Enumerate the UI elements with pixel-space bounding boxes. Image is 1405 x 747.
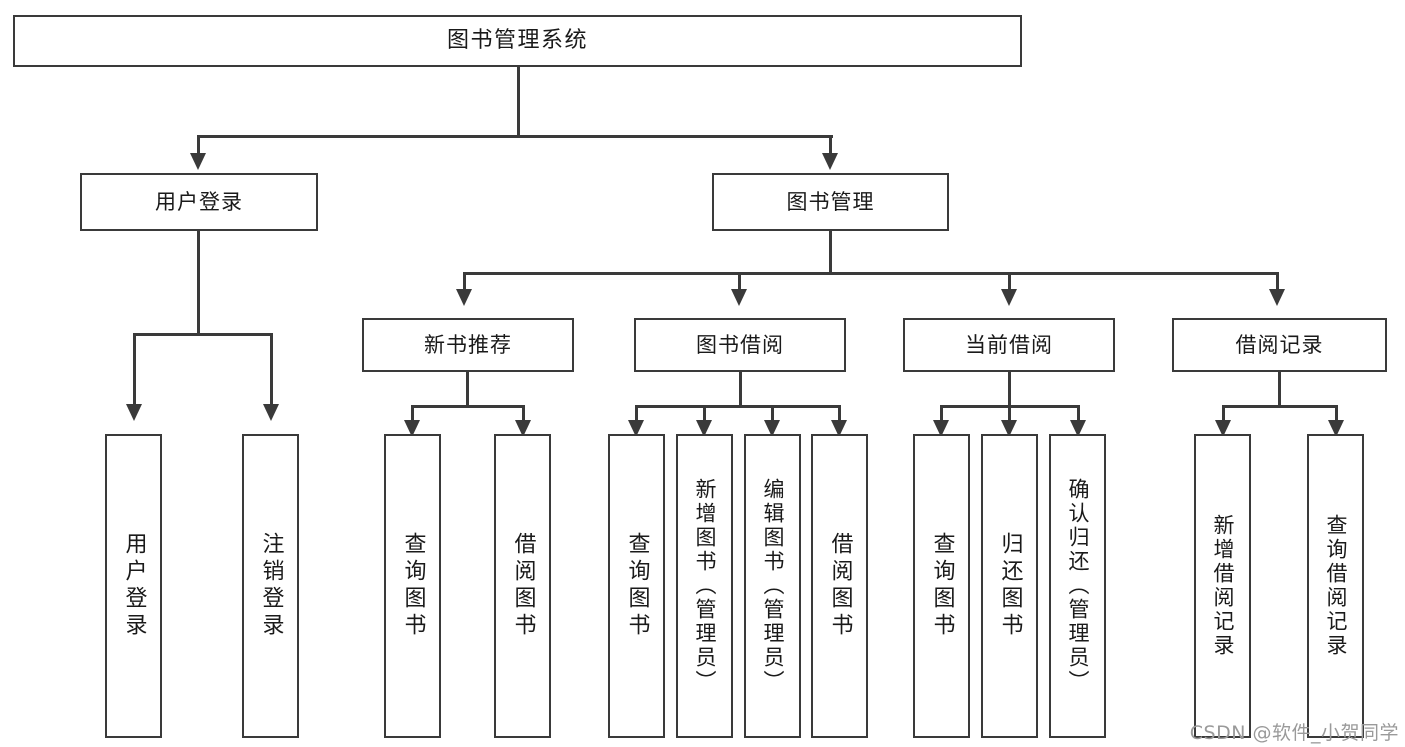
node-user-login[interactable]: 用户登录 <box>80 173 318 231</box>
connector-book-borrow-drop-3 <box>771 405 774 423</box>
connector-user-login-drop-1 <box>133 333 136 407</box>
connector-book-management-bus <box>463 272 1279 275</box>
arrowhead-book-borrow-2 <box>696 420 712 437</box>
arrowhead-borrow-record-1 <box>1215 420 1231 437</box>
node-label: 查询图书 <box>624 532 650 640</box>
arrowhead-book-borrow-3 <box>764 420 780 437</box>
connector-current-borrow-drop-2 <box>1008 405 1011 423</box>
leaf-query-book-borrow[interactable]: 查询图书 <box>608 434 665 738</box>
connector-book-borrow-drop-2 <box>703 405 706 423</box>
connector-current-borrow-drop-1 <box>940 405 943 423</box>
connector-user-login-drop-2 <box>270 333 273 407</box>
connector-book-management-stem <box>829 231 832 275</box>
connector-borrow-record-stem <box>1278 372 1281 407</box>
arrowhead-bm-1 <box>456 289 472 306</box>
node-label: 当前借阅 <box>965 332 1053 357</box>
leaf-logout[interactable]: 注销登录 <box>242 434 299 738</box>
connector-root-bus <box>197 135 833 138</box>
connector-bm-drop-2 <box>738 272 741 292</box>
arrowhead-bm-2 <box>731 289 747 306</box>
node-label: 查询图书 <box>400 532 426 640</box>
connector-book-borrow-bus <box>635 405 841 408</box>
node-label: 编辑图书（管理员） <box>761 478 785 694</box>
connector-root-to-user-login <box>197 135 200 156</box>
node-label: 新书推荐 <box>424 332 512 357</box>
arrowhead-current-borrow-2 <box>1001 420 1017 437</box>
arrowhead-current-borrow-1 <box>933 420 949 437</box>
leaf-add-borrow-record[interactable]: 新增借阅记录 <box>1194 434 1251 738</box>
node-new-book-recommend[interactable]: 新书推荐 <box>362 318 574 372</box>
connector-root-stem <box>517 67 520 137</box>
node-label: 图书管理系统 <box>446 28 588 54</box>
leaf-borrow-book[interactable]: 借阅图书 <box>811 434 868 738</box>
leaf-edit-book-admin[interactable]: 编辑图书（管理员） <box>744 434 801 738</box>
arrowhead-root-to-book-management <box>822 153 838 170</box>
connector-new-book-bus <box>411 405 525 408</box>
leaf-borrow-book-new[interactable]: 借阅图书 <box>494 434 551 738</box>
connector-current-borrow-stem <box>1008 372 1011 407</box>
connector-bm-drop-4 <box>1276 272 1279 292</box>
node-label: 图书管理 <box>786 189 875 214</box>
connector-bm-drop-3 <box>1008 272 1011 292</box>
arrowhead-user-login-1 <box>126 404 142 421</box>
node-label: 确认归还（管理员） <box>1066 478 1090 694</box>
leaf-query-book-new[interactable]: 查询图书 <box>384 434 441 738</box>
connector-user-login-stem <box>197 231 200 335</box>
arrowhead-bm-3 <box>1001 289 1017 306</box>
node-label: 查询借阅记录 <box>1324 514 1348 658</box>
leaf-user-login[interactable]: 用户登录 <box>105 434 162 738</box>
leaf-confirm-return-admin[interactable]: 确认归还（管理员） <box>1049 434 1106 738</box>
arrowhead-bm-4 <box>1269 289 1285 306</box>
node-label: 注销登录 <box>258 532 284 640</box>
node-label: 借阅图书 <box>510 532 536 640</box>
node-label: 新增图书（管理员） <box>693 478 717 694</box>
node-label: 借阅记录 <box>1235 332 1324 357</box>
arrowhead-root-to-user-login <box>190 153 206 170</box>
node-label: 用户登录 <box>155 189 243 214</box>
connector-bm-drop-1 <box>463 272 466 292</box>
connector-root-to-book-management <box>829 135 832 156</box>
leaf-add-book-admin[interactable]: 新增图书（管理员） <box>676 434 733 738</box>
node-root-book-management-system[interactable]: 图书管理系统 <box>13 15 1022 67</box>
node-book-borrow[interactable]: 图书借阅 <box>634 318 846 372</box>
arrowhead-current-borrow-3 <box>1070 420 1086 437</box>
leaf-return-book[interactable]: 归还图书 <box>981 434 1038 738</box>
arrowhead-new-book-1 <box>404 420 420 437</box>
connector-book-borrow-drop-4 <box>838 405 841 423</box>
connector-borrow-record-drop-2 <box>1335 405 1338 423</box>
leaf-query-borrow-record[interactable]: 查询借阅记录 <box>1307 434 1364 738</box>
node-current-borrow[interactable]: 当前借阅 <box>903 318 1115 372</box>
arrowhead-user-login-2 <box>263 404 279 421</box>
connector-book-borrow-stem <box>739 372 742 407</box>
node-book-management[interactable]: 图书管理 <box>712 173 949 231</box>
connector-user-login-bus <box>133 333 273 336</box>
node-label: 归还图书 <box>997 532 1023 640</box>
node-label: 用户登录 <box>121 532 147 640</box>
connector-current-borrow-drop-3 <box>1077 405 1080 423</box>
node-borrow-record[interactable]: 借阅记录 <box>1172 318 1387 372</box>
connector-new-book-stem <box>466 372 469 407</box>
arrowhead-new-book-2 <box>515 420 531 437</box>
connector-new-book-drop-2 <box>522 405 525 423</box>
connector-new-book-drop-1 <box>411 405 414 423</box>
arrowhead-book-borrow-4 <box>831 420 847 437</box>
node-label: 新增借阅记录 <box>1211 514 1235 658</box>
arrowhead-book-borrow-1 <box>628 420 644 437</box>
node-label: 查询图书 <box>929 532 955 640</box>
arrowhead-borrow-record-2 <box>1328 420 1344 437</box>
node-label: 图书借阅 <box>696 332 784 357</box>
connector-book-borrow-drop-1 <box>635 405 638 423</box>
leaf-query-book-current[interactable]: 查询图书 <box>913 434 970 738</box>
connector-borrow-record-bus <box>1222 405 1338 408</box>
node-label: 借阅图书 <box>827 532 853 640</box>
connector-borrow-record-drop-1 <box>1222 405 1225 423</box>
